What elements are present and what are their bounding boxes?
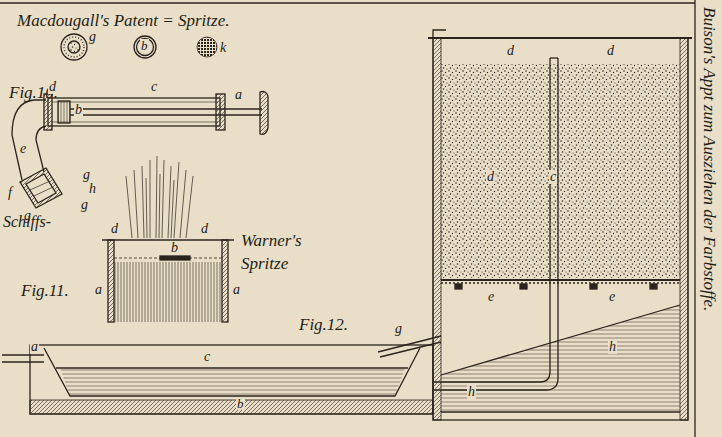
- part-letter: b: [236, 397, 245, 410]
- figure-label: Schiffs-: [2, 214, 52, 230]
- part-letter: d: [506, 44, 515, 58]
- part-letter: a: [94, 283, 103, 297]
- figure-caption: Warner's Spritze: [240, 230, 322, 276]
- part-letter: c: [203, 350, 211, 364]
- part-letter: b: [74, 103, 83, 117]
- part-letter: e: [608, 290, 616, 304]
- part-letter: d: [110, 222, 119, 236]
- part-letter: g: [82, 168, 91, 182]
- part-letter: e: [19, 142, 27, 156]
- part-letter: c: [549, 170, 557, 184]
- part-letter: h: [88, 182, 97, 196]
- plate-side-title: Buison's Appt zum Ausziehen der Farbstof…: [701, 6, 718, 312]
- part-letter: d: [606, 44, 615, 58]
- part-letter: f: [7, 186, 13, 200]
- part-letter: a: [234, 88, 243, 102]
- part-letter: d: [200, 222, 209, 236]
- part-letter: h: [467, 385, 476, 399]
- plate-title: Macdougall's Patent = Spritze.: [16, 12, 230, 29]
- part-letter: c: [150, 80, 158, 94]
- part-letter: b: [140, 39, 149, 52]
- part-letter: e: [487, 290, 495, 304]
- part-letter: d: [48, 80, 57, 94]
- part-letter: g: [394, 322, 403, 336]
- figure-label: Fig.11.: [20, 282, 70, 299]
- part-letter: g: [80, 198, 89, 212]
- part-letter: d: [486, 170, 495, 184]
- part-letter: b: [170, 241, 179, 255]
- figure-label: Fig.12.: [298, 316, 349, 333]
- part-letter: h: [608, 340, 617, 354]
- part-letter: k: [219, 41, 227, 55]
- part-letter: g: [88, 30, 97, 44]
- part-letter: a: [30, 340, 39, 354]
- part-letter: a: [232, 283, 241, 297]
